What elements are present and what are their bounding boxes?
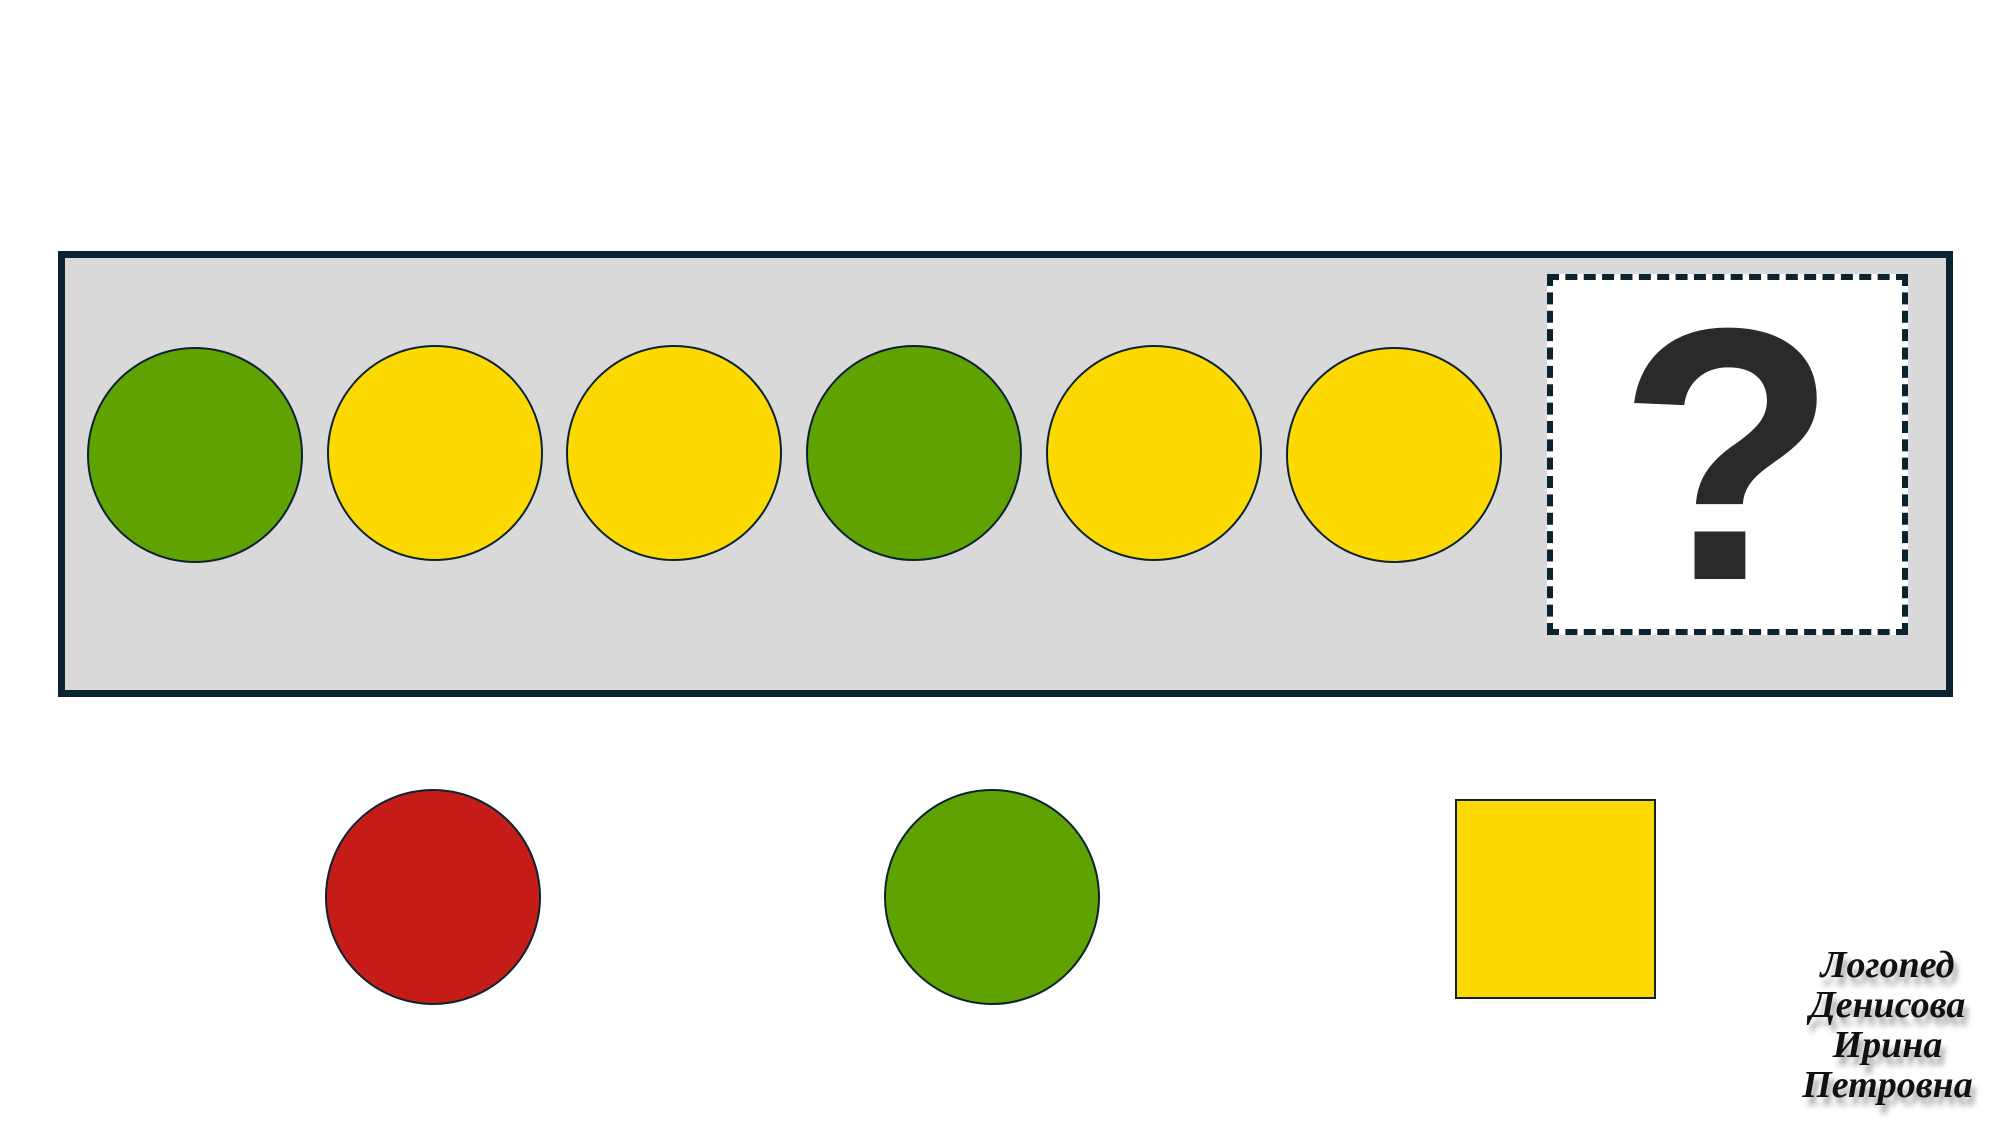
option-red-circle[interactable]: [325, 789, 541, 1005]
sequence-circle-yellow: [327, 345, 543, 561]
sequence-circle-yellow: [1286, 347, 1502, 563]
option-green-circle[interactable]: [884, 789, 1100, 1005]
option-yellow-square[interactable]: [1455, 799, 1656, 999]
signature-line: Логопед: [1820, 944, 1955, 986]
question-mark-icon: ?: [1617, 253, 1838, 656]
signature-line: Денисова: [1809, 984, 1966, 1026]
answer-slot[interactable]: ?: [1547, 274, 1908, 635]
sequence-circle-yellow: [1046, 345, 1262, 561]
sequence-circle-green: [806, 345, 1022, 561]
signature-line: Петровна: [1802, 1064, 1973, 1106]
author-signature: Логопед Денисова Ирина Петровна: [1780, 945, 1995, 1105]
signature-line: Ирина: [1832, 1024, 1943, 1066]
sequence-circle-green: [87, 347, 303, 563]
sequence-circle-yellow: [566, 345, 782, 561]
